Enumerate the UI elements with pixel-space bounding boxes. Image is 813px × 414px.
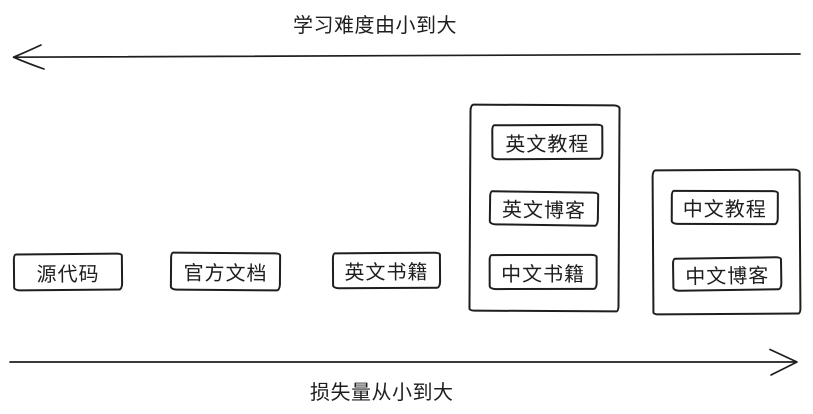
box-source-code: 源代码: [12, 252, 124, 292]
box-english-blogs: 英文博客: [488, 190, 600, 227]
box-label: 英文博客: [501, 199, 587, 223]
box-english-tutorials: 英文教程: [491, 123, 604, 161]
left-arrow: [12, 44, 801, 70]
box-label: 中文博客: [685, 264, 770, 289]
group-box-2: 中文教程 中文博客: [651, 168, 802, 316]
bottom-axis-label: 损失量从小到大: [310, 382, 454, 404]
right-arrow: [9, 348, 798, 376]
box-label: 中文书籍: [501, 263, 586, 286]
box-label: 中文教程: [682, 198, 767, 222]
box-label: 源代码: [36, 263, 100, 286]
box-label: 英文书籍: [344, 261, 429, 285]
box-label: 英文教程: [505, 133, 590, 156]
box-chinese-books: 中文书籍: [488, 253, 598, 291]
group-box-1: 英文教程 英文博客 中文书籍: [468, 103, 621, 313]
box-chinese-blogs: 中文博客: [671, 256, 783, 292]
box-chinese-tutorials: 中文教程: [670, 189, 779, 226]
box-official-docs: 官方文档: [169, 251, 282, 292]
box-english-books: 英文书籍: [331, 251, 442, 290]
box-label: 官方文档: [183, 262, 268, 286]
top-axis-label: 学习难度由小到大: [293, 15, 457, 37]
